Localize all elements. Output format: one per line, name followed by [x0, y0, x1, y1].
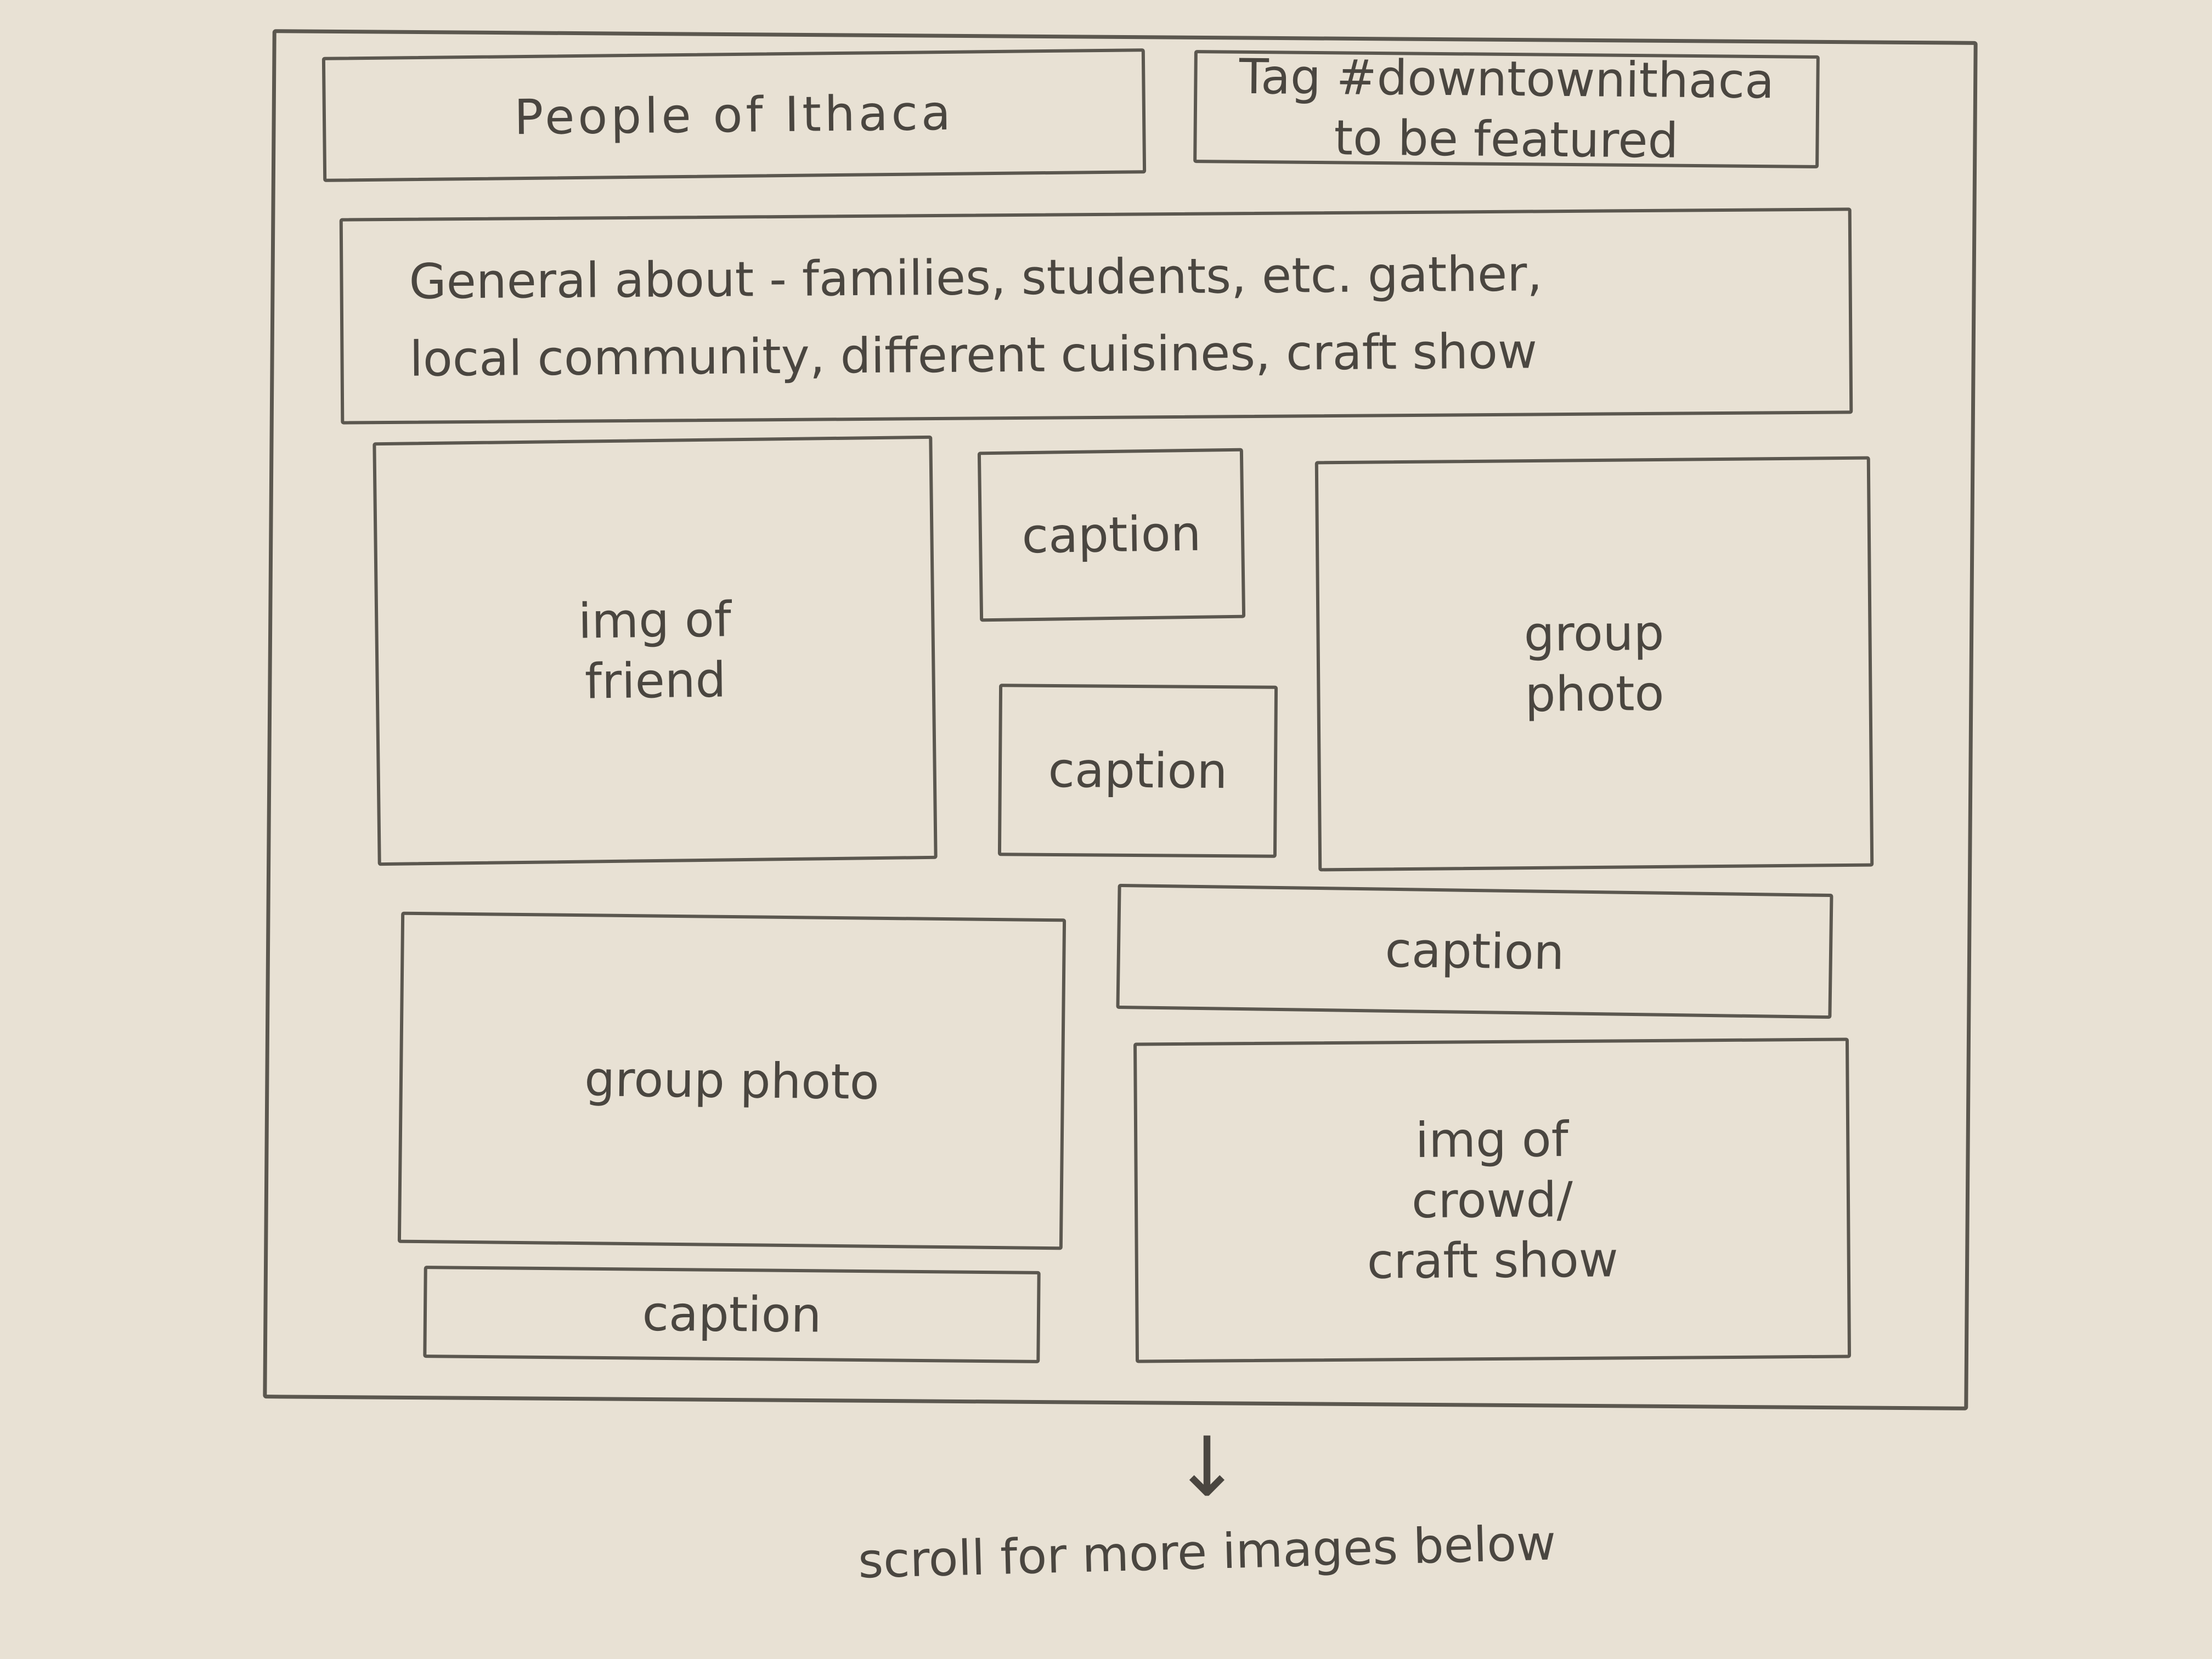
- image-crowd-craft-show[interactable]: img of crowd/ craft show: [1133, 1037, 1852, 1363]
- about-line-1: General about - families, students, etc.…: [409, 245, 1543, 310]
- caption-3: caption: [1384, 921, 1565, 981]
- image-group-photo-2[interactable]: group photo: [397, 911, 1066, 1250]
- about-line-2: local community, different cuisines, cra…: [409, 323, 1538, 387]
- caption-box-4: caption: [423, 1266, 1041, 1363]
- caption-2: caption: [1048, 741, 1228, 800]
- scroll-hint-area[interactable]: ↓ scroll for more images below: [768, 1426, 1646, 1624]
- arrow-down-icon: ↓: [1172, 1420, 1242, 1515]
- caption-box-1: caption: [977, 448, 1246, 622]
- hashtag-text: Tag #downtownithaca: [1239, 48, 1775, 110]
- page-title: People of Ithaca: [514, 84, 955, 146]
- featured-text: to be featured: [1334, 109, 1679, 169]
- caption-box-2: caption: [997, 684, 1278, 858]
- caption-1: caption: [1021, 505, 1202, 565]
- group-photo-1-label: group photo: [1523, 604, 1664, 723]
- image-friend-label: img of friend: [578, 591, 732, 710]
- image-friend[interactable]: img of friend: [373, 435, 938, 866]
- page-title-box: People of Ithaca: [321, 48, 1147, 182]
- image-crowd-label: img of crowd/ craft show: [1367, 1111, 1619, 1290]
- group-photo-2-label: group photo: [584, 1051, 880, 1110]
- image-group-photo-1[interactable]: group photo: [1314, 456, 1874, 872]
- scroll-hint: scroll for more images below: [857, 1514, 1557, 1589]
- about-section: General about - families, students, etc.…: [339, 207, 1853, 425]
- caption-box-3: caption: [1116, 883, 1833, 1019]
- caption-4: caption: [642, 1285, 822, 1344]
- hashtag-banner[interactable]: Tag #downtownithaca to be featured: [1193, 48, 1820, 169]
